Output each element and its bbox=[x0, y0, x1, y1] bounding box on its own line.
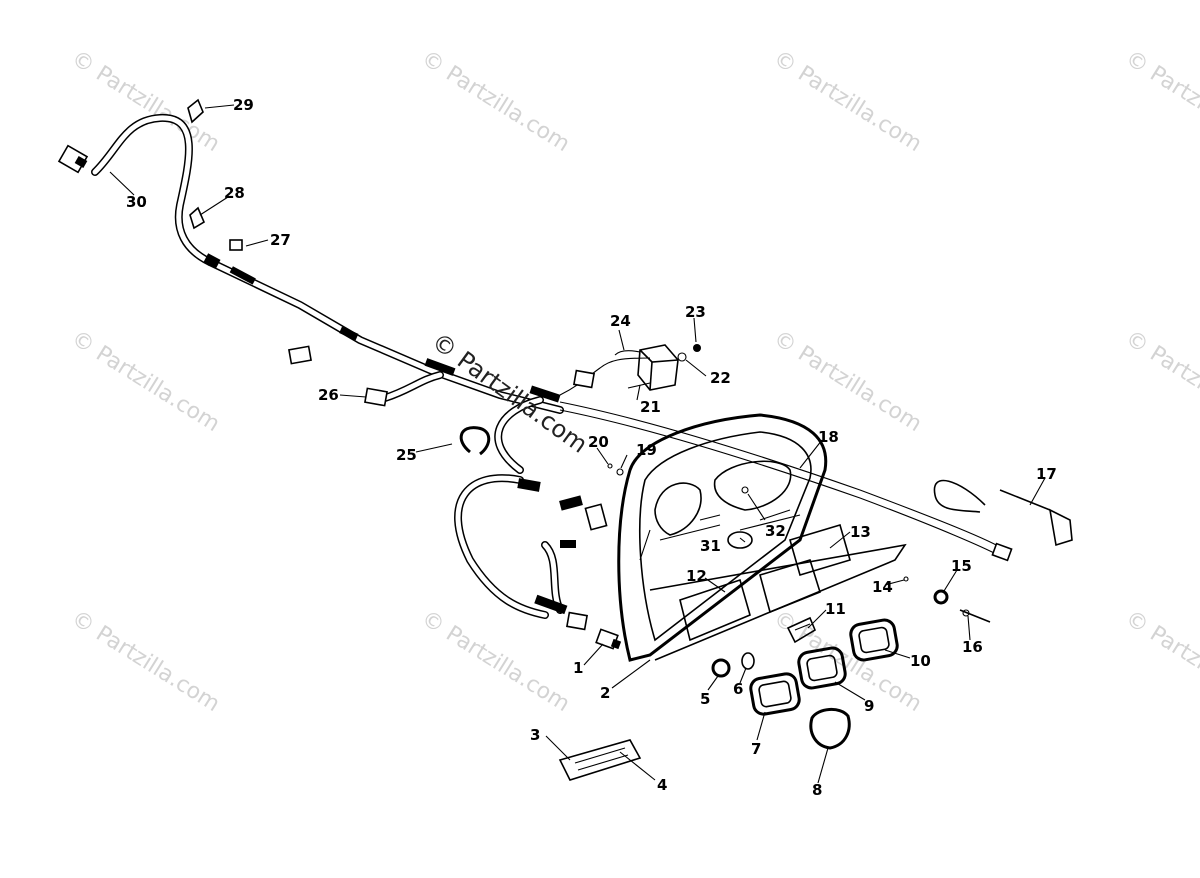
callout-27: 27 bbox=[270, 231, 291, 249]
callout-10: 10 bbox=[910, 652, 931, 670]
callout-9: 9 bbox=[864, 697, 874, 715]
watermark: © Partzilla.com bbox=[67, 46, 224, 157]
callout-31: 31 bbox=[700, 537, 721, 555]
leader-lines bbox=[109, 104, 1046, 784]
watermark: © Partzilla.com bbox=[417, 606, 574, 717]
bulb-socket bbox=[786, 616, 817, 644]
watermark: © Partzilla.com bbox=[1121, 606, 1200, 717]
callout-22: 22 bbox=[710, 369, 731, 387]
callout-12: 12 bbox=[686, 567, 707, 585]
dash-panel bbox=[607, 413, 907, 662]
knob bbox=[741, 652, 755, 670]
callout-24: 24 bbox=[610, 312, 631, 330]
callout-23: 23 bbox=[685, 303, 706, 321]
watermark: © Partzilla.com bbox=[769, 46, 926, 157]
throttle-cable bbox=[903, 479, 1073, 623]
callout-1: 1 bbox=[573, 659, 583, 677]
wiring-harness bbox=[57, 98, 1006, 631]
decal bbox=[558, 739, 642, 781]
watermark: © Partzilla.com bbox=[67, 326, 224, 437]
callout-labels: 1 2 3 4 5 6 7 8 9 10 11 12 13 14 15 16 1… bbox=[126, 96, 1057, 799]
regulator-module bbox=[614, 344, 701, 391]
callout-19: 19 bbox=[636, 441, 657, 459]
callout-32: 32 bbox=[765, 522, 786, 540]
callout-7: 7 bbox=[751, 740, 761, 758]
grommet bbox=[711, 658, 731, 678]
callout-4: 4 bbox=[657, 776, 667, 794]
callout-20: 20 bbox=[588, 433, 609, 451]
watermark: © Partzilla.com bbox=[67, 606, 224, 717]
callout-17: 17 bbox=[1036, 465, 1057, 483]
callout-29: 29 bbox=[233, 96, 254, 114]
callout-25: 25 bbox=[396, 446, 417, 464]
callout-14: 14 bbox=[872, 578, 893, 596]
callout-2: 2 bbox=[600, 684, 610, 702]
watermark: © Partzilla.com bbox=[769, 606, 926, 717]
callout-5: 5 bbox=[700, 690, 710, 708]
callout-11: 11 bbox=[825, 600, 846, 618]
callout-16: 16 bbox=[962, 638, 983, 656]
callout-3: 3 bbox=[530, 726, 540, 744]
callout-18: 18 bbox=[818, 428, 839, 446]
callout-21: 21 bbox=[640, 398, 661, 416]
callout-13: 13 bbox=[850, 523, 871, 541]
switch-part bbox=[595, 628, 622, 650]
snap-ring bbox=[459, 426, 491, 456]
watermark: © Partzilla.com bbox=[1121, 46, 1200, 157]
lens-set bbox=[749, 618, 899, 750]
callout-8: 8 bbox=[812, 781, 822, 799]
watermark: © Partzilla.com bbox=[417, 46, 574, 157]
center-watermark: © Partzilla.com bbox=[426, 327, 592, 459]
callout-15: 15 bbox=[951, 557, 972, 575]
callout-6: 6 bbox=[733, 680, 743, 698]
watermark: © Partzilla.com bbox=[1121, 326, 1200, 437]
callout-28: 28 bbox=[224, 184, 245, 202]
callout-26: 26 bbox=[318, 386, 339, 404]
callout-30: 30 bbox=[126, 193, 147, 211]
watermark-layer: © Partzilla.com © Partzilla.com © Partzi… bbox=[67, 46, 1200, 717]
